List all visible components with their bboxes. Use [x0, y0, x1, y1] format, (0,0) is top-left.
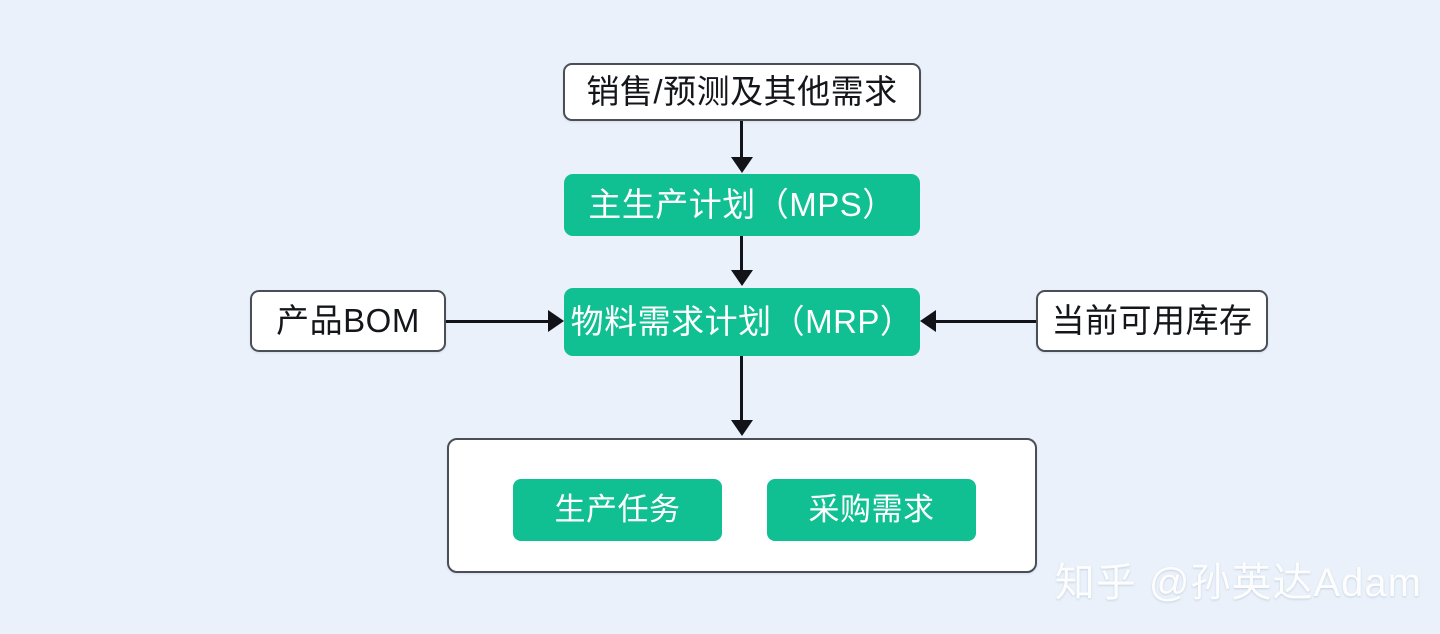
connector-inventory-to-mrp-line [936, 320, 1036, 323]
node-sales-forecast-demand[interactable]: 销售/预测及其他需求 [563, 63, 921, 121]
connector-demand-to-mps-arrowhead [731, 157, 753, 173]
node-sales-forecast-demand-label: 销售/预测及其他需求 [586, 72, 898, 110]
connector-mps-to-mrp-line [740, 236, 743, 272]
node-master-production-schedule[interactable]: 主生产计划（MPS） [564, 174, 920, 236]
connector-demand-to-mps-line [740, 121, 743, 159]
node-material-requirements-planning[interactable]: 物料需求计划（MRP） [564, 288, 920, 356]
connector-bom-to-mrp-line [446, 320, 550, 323]
node-material-requirements-planning-label: 物料需求计划（MRP） [570, 302, 914, 340]
node-purchase-requirement-label: 采购需求 [808, 491, 935, 527]
connector-mrp-to-outputs-line [740, 356, 743, 422]
node-production-task-label: 生产任务 [554, 491, 681, 527]
node-master-production-schedule-label: 主生产计划（MPS） [588, 185, 896, 223]
node-available-inventory[interactable]: 当前可用库存 [1036, 290, 1268, 352]
connector-bom-to-mrp-arrowhead [548, 310, 564, 332]
connector-mrp-to-outputs-arrowhead [731, 420, 753, 436]
connector-inventory-to-mrp-arrowhead [920, 310, 936, 332]
node-available-inventory-label: 当前可用库存 [1051, 301, 1253, 339]
outputs-container: 生产任务 采购需求 [447, 438, 1037, 573]
node-product-bom[interactable]: 产品BOM [250, 290, 446, 352]
node-production-task[interactable]: 生产任务 [513, 479, 722, 541]
connector-mps-to-mrp-arrowhead [731, 270, 753, 286]
node-purchase-requirement[interactable]: 采购需求 [767, 479, 976, 541]
node-product-bom-label: 产品BOM [276, 301, 420, 339]
watermark-text: 知乎 @孙英达Adam [1054, 561, 1422, 605]
